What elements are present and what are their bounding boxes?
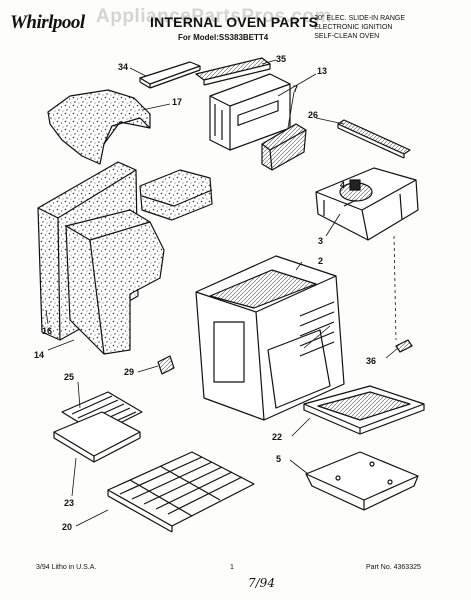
callout-2: 2 xyxy=(318,256,324,266)
callout-29: 29 xyxy=(124,367,135,377)
part-26-gasket-strip xyxy=(337,119,411,159)
footer-part-number: Part No. 4363325 xyxy=(366,564,421,571)
leader-lines xyxy=(45,59,399,527)
part-7-bracket xyxy=(261,123,307,171)
callout-13: 13 xyxy=(317,66,328,76)
part-29-clip xyxy=(157,355,175,375)
part-2-oven-cavity xyxy=(195,255,345,421)
callout-16: 16 xyxy=(42,326,53,336)
footer-page-number: 1 xyxy=(230,564,234,571)
part-5-bottom-pan xyxy=(305,451,419,511)
part-4-ignitor xyxy=(339,179,373,207)
callout-5: 5 xyxy=(276,454,282,464)
callout-4: 4 xyxy=(340,180,346,190)
desc-line-1: 30" ELEC. SLIDE-IN RANGE xyxy=(314,15,405,22)
part-3-burner-cover xyxy=(315,167,419,241)
desc-line-3: SELF-CLEAN OVEN xyxy=(314,33,380,40)
part-23-broiler-pan xyxy=(53,411,141,463)
part-35-vent-trim xyxy=(195,57,271,86)
callout-3: 3 xyxy=(318,236,324,246)
callout-23: 23 xyxy=(64,498,75,508)
callout-14: 14 xyxy=(34,350,45,360)
callout-7: 7 xyxy=(293,84,299,94)
part-20-oven-rack xyxy=(107,451,255,533)
callout-26: 26 xyxy=(308,110,319,120)
part-13-upper-panel xyxy=(209,73,291,151)
part-22-door-frame xyxy=(303,385,425,435)
desc-line-2: ELECTRONIC IGNITION xyxy=(314,24,393,31)
brand-logo: Whirlpool xyxy=(10,12,85,33)
footer-print-info: 3/94 Litho in U.S.A. xyxy=(36,564,97,571)
callout-35: 35 xyxy=(276,54,287,64)
callout-20: 20 xyxy=(62,522,73,532)
callout-34: 34 xyxy=(118,62,129,72)
part-17-top-insulation xyxy=(47,89,151,165)
part-14-rear-insulation xyxy=(65,209,165,355)
part-16-top-block xyxy=(139,169,213,221)
part-34-trim-strip xyxy=(139,61,201,89)
callout-36: 36 xyxy=(366,356,377,366)
page-title: INTERNAL OVEN PARTS xyxy=(150,14,319,30)
callout-25: 25 xyxy=(64,372,75,382)
watermark-text: AppliancePartsPros.com xyxy=(96,6,332,27)
callout-17: 17 xyxy=(172,97,183,107)
product-description: 30" ELEC. SLIDE-IN RANGE ELECTRONIC IGNI… xyxy=(314,14,405,41)
part-36-tiny-bracket xyxy=(395,339,413,353)
model-line: For Model:SS383BETT4 xyxy=(178,33,269,42)
handwritten-date: 7/94 xyxy=(248,576,275,590)
callout-22: 22 xyxy=(272,432,283,442)
